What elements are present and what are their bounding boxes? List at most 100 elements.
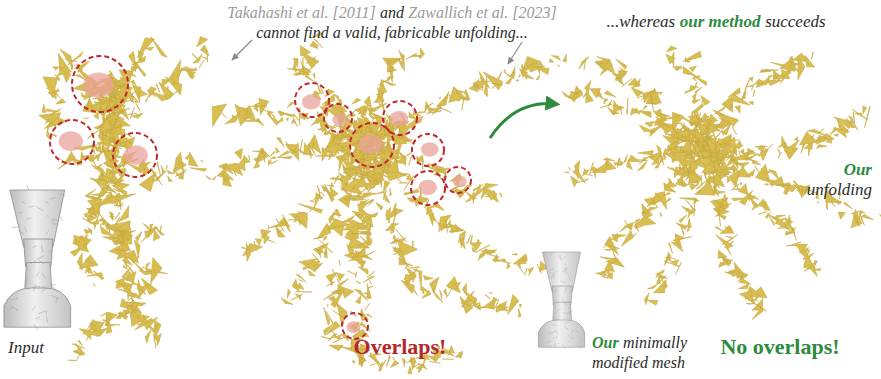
mesh-face <box>706 174 725 187</box>
mesh-face <box>256 148 269 161</box>
mesh-face <box>118 163 121 167</box>
mesh-face <box>199 60 204 69</box>
mesh-face <box>604 237 611 247</box>
mesh-face <box>328 334 337 341</box>
mesh-face <box>631 108 638 116</box>
mesh-face <box>449 220 451 225</box>
mesh-face <box>449 229 452 233</box>
mesh-face <box>267 112 271 117</box>
mesh-face <box>557 65 560 67</box>
mesh-face <box>378 177 383 181</box>
mesh-face <box>679 215 687 223</box>
mesh-face <box>769 169 780 179</box>
mesh-face <box>129 143 133 146</box>
mesh-face <box>374 191 385 194</box>
mesh-face <box>83 117 88 119</box>
mesh-face <box>420 286 429 292</box>
mesh-face <box>613 112 619 114</box>
mesh-face <box>271 114 276 121</box>
mesh-face <box>800 132 818 145</box>
mesh-face <box>254 161 260 169</box>
mesh-face <box>270 157 277 160</box>
mesh-face <box>677 179 683 185</box>
mesh-face <box>206 176 212 180</box>
mesh-face <box>365 303 370 310</box>
mesh-face <box>354 289 367 300</box>
mesh-face <box>736 181 738 188</box>
mesh-face <box>349 257 359 261</box>
mesh-face <box>715 210 729 217</box>
mesh-face <box>133 254 135 256</box>
mesh-face <box>651 156 653 158</box>
mesh-face <box>516 263 526 275</box>
mesh-face <box>600 104 612 108</box>
mesh-face <box>132 113 144 118</box>
mesh-face <box>130 107 134 119</box>
mesh-face <box>596 272 606 276</box>
mesh-face <box>721 171 731 173</box>
mesh-face <box>177 152 183 167</box>
mesh-face <box>158 171 167 180</box>
mesh-face <box>563 54 567 62</box>
mesh-face <box>387 124 392 147</box>
mesh-face <box>604 91 616 97</box>
mesh-face <box>410 267 419 269</box>
mesh-face <box>732 126 737 135</box>
mesh-face <box>576 88 578 90</box>
mesh-face <box>605 260 615 271</box>
mesh-face <box>690 206 696 210</box>
mesh-face <box>295 294 301 300</box>
mesh-face <box>327 185 334 187</box>
mesh-face <box>395 165 397 167</box>
mesh-face <box>278 228 285 237</box>
mesh-face <box>455 351 462 358</box>
mesh-face <box>126 271 133 278</box>
mesh-face <box>276 138 284 147</box>
mesh-face <box>145 47 154 51</box>
mesh-face <box>85 189 96 197</box>
mesh-face <box>222 173 226 182</box>
mesh-face <box>126 280 128 282</box>
mesh-face <box>472 247 477 252</box>
mesh-face <box>562 91 573 98</box>
mesh-face <box>175 169 187 176</box>
mesh-face <box>758 212 767 215</box>
mesh-face <box>365 255 368 258</box>
mesh-face <box>200 45 209 56</box>
mesh-face <box>363 167 368 169</box>
mesh-face <box>186 70 196 78</box>
mesh-face <box>379 77 393 86</box>
mesh-face <box>155 334 162 343</box>
mesh-face <box>298 204 322 214</box>
mesh-face <box>371 110 377 112</box>
mesh-face <box>518 262 520 268</box>
mesh-face <box>193 54 202 63</box>
mesh-face <box>287 69 309 73</box>
mesh-face <box>657 275 661 283</box>
mesh-face <box>773 215 786 219</box>
mesh-face <box>796 190 803 197</box>
mesh-face <box>121 231 135 234</box>
mesh-face <box>648 285 657 289</box>
mesh-face <box>635 223 639 232</box>
mesh-face <box>42 104 46 113</box>
mesh-face <box>316 249 326 254</box>
mesh-face <box>701 175 702 186</box>
mesh-face <box>296 283 304 290</box>
mesh-face <box>370 280 372 284</box>
mesh-face <box>436 203 445 210</box>
mesh-face <box>725 272 736 276</box>
mesh-face <box>459 352 463 354</box>
mesh-face <box>145 96 148 102</box>
mesh-face <box>201 161 204 162</box>
mesh-face <box>276 148 280 154</box>
mesh-face <box>359 106 365 118</box>
mesh-face <box>367 192 372 195</box>
mesh-face <box>746 158 758 162</box>
mesh-face <box>76 353 81 361</box>
mesh-face <box>326 282 335 287</box>
mesh-face <box>837 201 839 204</box>
mesh-face <box>308 270 315 276</box>
mesh-face <box>456 282 461 288</box>
mesh-face <box>264 234 270 245</box>
